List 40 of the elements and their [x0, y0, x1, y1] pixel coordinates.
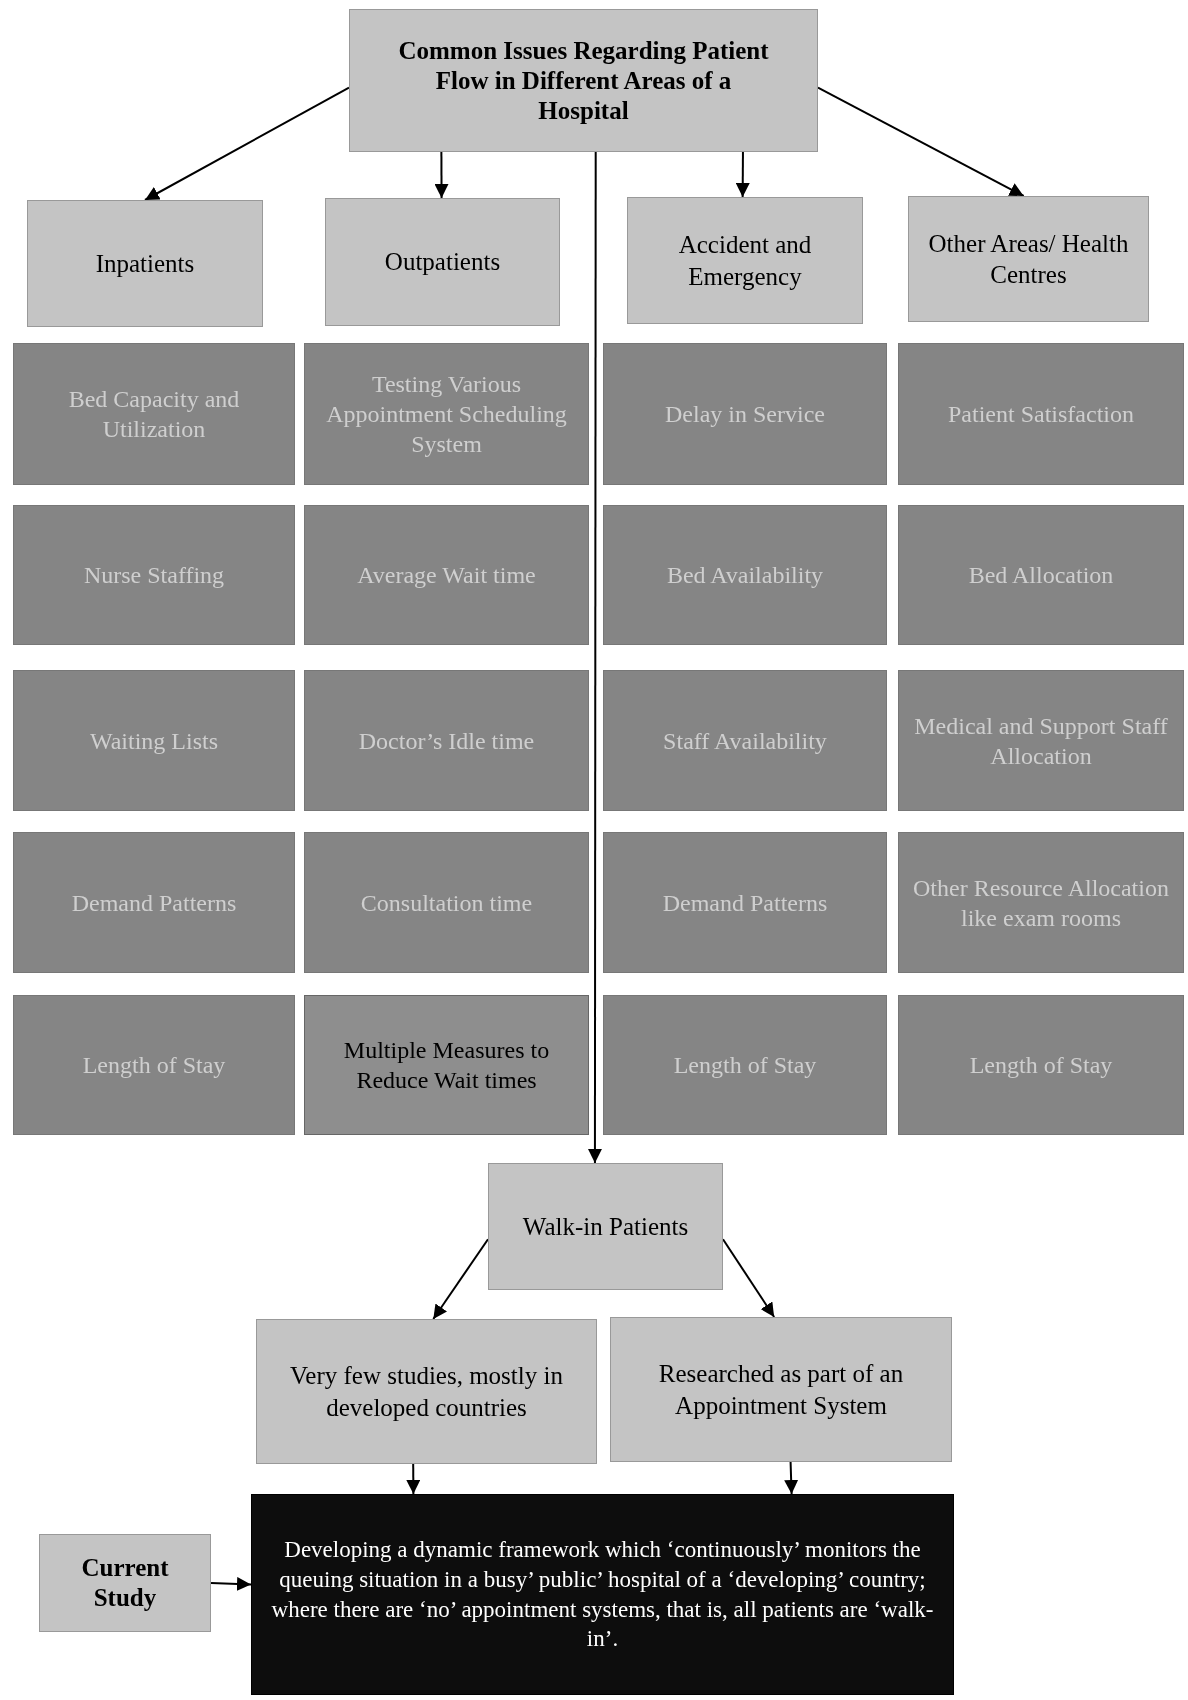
tag-box: Current Study — [39, 1534, 211, 1632]
category-box: Very few studies, mostly in developed countries — [256, 1319, 597, 1464]
arrow — [587, 151, 602, 1164]
arrow — [784, 1461, 799, 1495]
issue-box: Staff Availability — [603, 670, 887, 811]
issue-box: Bed Capacity and Utilization — [13, 343, 295, 485]
issue-box: Consultation time — [304, 832, 589, 973]
issue-box: Demand Patterns — [13, 832, 295, 973]
issue-box: Bed Allocation — [898, 505, 1184, 645]
issue-box: Length of Stay — [898, 995, 1184, 1135]
issue-box: Delay in Service — [603, 343, 887, 485]
issue-box: Length of Stay — [603, 995, 887, 1135]
arrow — [434, 151, 449, 199]
arrow — [144, 86, 350, 201]
issue-box: Patient Satisfaction — [898, 343, 1184, 485]
issue-box: Length of Stay — [13, 995, 295, 1135]
arrow — [735, 151, 750, 198]
arrow — [406, 1463, 421, 1495]
issue-box: Multiple Measures to Reduce Wait times — [304, 995, 589, 1135]
study-box: Developing a dynamic framework which ‘continuously’ monitors the queuing situation in a busy’ public’ hospital of a ‘developing’ country; where there are ‘no’ appointment systems, that is, all patients are ‘walk-in’. — [251, 1494, 954, 1695]
category-box: Other Areas/ Health Centres — [908, 196, 1149, 322]
arrow — [210, 1576, 252, 1591]
arrow — [432, 1238, 489, 1320]
issue-box: Medical and Support Staff Allocation — [898, 670, 1184, 811]
title-box: Common Issues Regarding Patient Flow in Different Areas of a Hospital — [349, 9, 818, 152]
category-box: Researched as part of an Appointment System — [610, 1317, 952, 1462]
issue-box: Doctor’s Idle time — [304, 670, 589, 811]
issue-box: Other Resource Allocation like exam rooms — [898, 832, 1184, 973]
issue-box: Demand Patterns — [603, 832, 887, 973]
category-box: Outpatients — [325, 198, 560, 326]
category-box: Walk-in Patients — [488, 1163, 723, 1290]
arrow — [722, 1238, 776, 1318]
issue-box: Nurse Staffing — [13, 505, 295, 645]
issue-box: Bed Availability — [603, 505, 887, 645]
arrow — [817, 86, 1025, 197]
category-box: Accident and Emergency — [627, 197, 863, 324]
issue-box: Testing Various Appointment Scheduling System — [304, 343, 589, 485]
issue-box: Waiting Lists — [13, 670, 295, 811]
category-box: Inpatients — [27, 200, 263, 327]
issue-box: Average Wait time — [304, 505, 589, 645]
